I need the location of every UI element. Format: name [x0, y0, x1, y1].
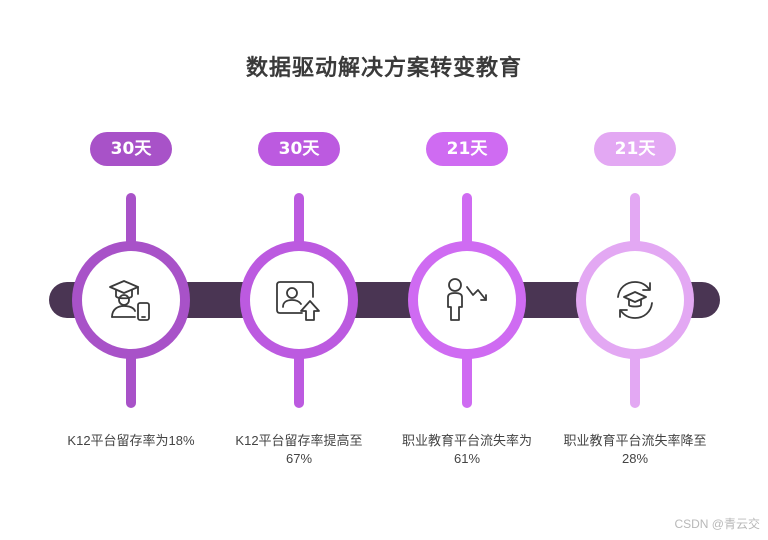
timeline-step: 21天 职业教育平台流失率为61%: [395, 0, 539, 540]
graduation-cycle-icon: [617, 281, 653, 319]
connector-bottom: [126, 350, 136, 408]
connector-bottom: [462, 350, 472, 408]
step-caption: 职业教育平台流失率降至28%: [563, 433, 707, 466]
person-decline-icon: [447, 278, 487, 321]
connector-bottom: [630, 350, 640, 408]
step-caption: 职业教育平台流失率为61%: [401, 433, 532, 466]
graduate-mobile-icon: [109, 280, 150, 321]
connector-top: [126, 193, 136, 251]
step-circle: [240, 241, 358, 359]
step-circle: [72, 241, 190, 359]
step-caption: K12平台留存率为18%: [67, 433, 195, 448]
duration-badge: 30天: [90, 132, 172, 166]
page-title: 数据驱动解决方案转变教育: [245, 56, 522, 81]
timeline-step: 30天 K12平台留存率为18%: [59, 0, 203, 540]
profile-upload-icon: [276, 281, 320, 321]
step-caption: K12平台留存率提高至67%: [235, 433, 363, 466]
watermark: CSDN @青云交: [674, 517, 760, 531]
step-circle: [408, 241, 526, 359]
connector-top: [294, 193, 304, 251]
connector-bottom: [294, 350, 304, 408]
step-circle: [576, 241, 694, 359]
connector-top: [462, 193, 472, 251]
duration-badge: 21天: [594, 132, 676, 166]
duration-badge: 21天: [426, 132, 508, 166]
timeline-step: 21天 职业教育平台流失率降至28%: [563, 0, 707, 540]
timeline-step: 30天 K12平台留存率提高至67%: [227, 0, 371, 540]
duration-badge: 30天: [258, 132, 340, 166]
connector-top: [630, 193, 640, 251]
